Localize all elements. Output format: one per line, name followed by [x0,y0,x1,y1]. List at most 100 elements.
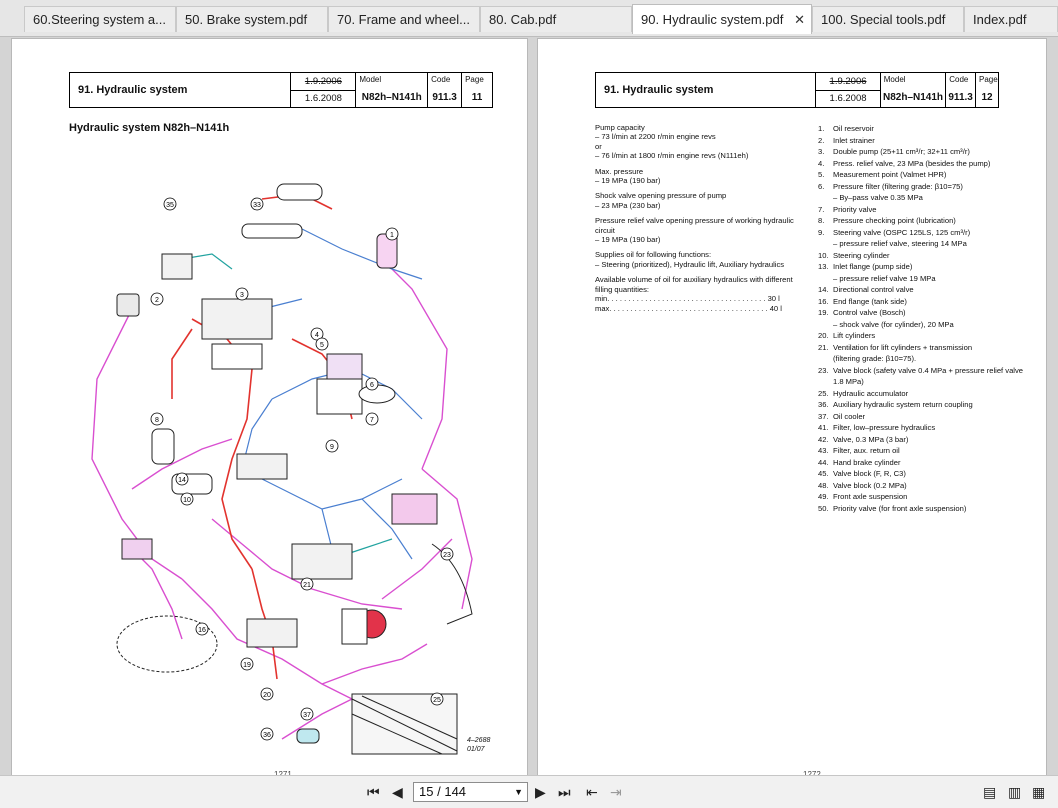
item-number: 9. [818,227,825,237]
page-header: 91. Hydraulic system 1.9.2006 1.6.2008 M… [595,72,999,108]
next-page-icon[interactable]: ▶ [535,784,546,800]
model-value: N82h–N141h [361,92,422,103]
go-forward-icon[interactable]: ⇥ [610,784,622,800]
specifications: Pump capacity– 73 l/min at 2200 r/min en… [595,123,800,319]
item-number: 25. [818,388,829,398]
item-text: Valve block (F, R, C3) [833,469,906,478]
item-number: 20. [818,331,829,340]
tab-index[interactable]: Index.pdf [964,6,1058,32]
page-label: Page [465,75,484,84]
item-text: Oil cooler [833,411,866,421]
close-tab-icon[interactable]: ✕ [794,12,805,27]
model-label: Model [359,75,382,84]
spec-line: – 23 MPa (230 bar) [595,200,661,210]
page-label: Page [979,75,998,84]
page-footer: 1272 [803,770,821,775]
item-number [818,376,833,388]
item-text: Hydraulic accumulator [833,388,909,398]
page-footer: 1271 [274,770,292,775]
item-number [818,238,833,250]
tab-label: 90. Hydraulic system.pdf [641,12,784,27]
single-page-icon[interactable]: ▤ [983,784,997,800]
item-text: – pressure relief valve, steering 14 MPa [833,239,967,248]
callout-label: 21 [303,582,311,589]
spec-line: Max. pressure [595,166,644,176]
two-page-icon[interactable]: ▥ [1008,784,1022,800]
list-item: – pressure relief valve 19 MPa [818,273,1033,285]
callout-label: 36 [263,732,271,739]
item-number: 4. [818,158,825,168]
item-text: Inlet strainer [833,135,875,145]
item-text: Pressure checking point (lubrication) [833,216,956,225]
list-item: 2.Inlet strainer [818,135,1033,147]
figure-id: 4–2688 [467,737,491,744]
tab-hydraulic[interactable]: 90. Hydraulic system.pdf ✕ [632,4,812,34]
item-number: 5. [818,170,825,179]
last-page-icon[interactable]: ⏭ [558,784,571,800]
chevron-down-icon[interactable]: ▼ [514,787,523,797]
item-number: 14. [818,285,829,294]
list-item: 6.Pressure filter (filtering grade: β10=… [818,181,1033,193]
callout-label: 19 [243,662,251,669]
callout-label: 4 [315,332,319,339]
tab-steering[interactable]: 60.Steering system a... [24,6,176,32]
spec-line: or [595,141,602,151]
list-item: 20. Lift cylinders [818,330,1033,342]
callout-label: 9 [330,444,334,451]
components [116,183,473,755]
callout-label: 16 [198,627,206,634]
callout-label: 10 [183,497,191,504]
figure-date: 01/07 [467,746,485,753]
item-text: End flange (tank side) [833,296,907,306]
tab-cab[interactable]: 80. Cab.pdf [480,6,632,32]
item-text: Valve block (0.2 MPa) [833,480,907,490]
model-label: Model [883,75,906,84]
item-text: – shock valve (for cylinder), 20 MPa [833,319,954,329]
header-page: Page 12 [976,73,998,107]
item-number: 8. [818,216,825,225]
list-item: 19.Control valve (Bosch) [818,307,1033,319]
tab-label: 80. Cab.pdf [489,12,557,27]
callout-label: 25 [433,697,441,704]
item-number: 10. [818,250,829,260]
list-item: 36.Auxiliary hydraulic system return cou… [818,399,1033,411]
date-new: 1.6.2008 [304,93,342,105]
spec-line: Pressure relief valve opening pressure o… [595,216,794,235]
code-label: Code [431,75,451,84]
tab-label: Index.pdf [973,12,1027,27]
spec-line: – 76 l/min at 1800 r/min engine revs (N1… [595,151,749,161]
item-number: 43. [818,446,829,455]
first-page-icon[interactable]: ⏮ [367,784,380,800]
callout-label: 2 [155,297,159,304]
callout-label: 14 [178,477,186,484]
item-number: 42. [818,434,829,444]
list-item: – By–pass valve 0.35 MPa [818,192,1033,204]
tab-frame[interactable]: 70. Frame and wheel... [328,6,480,32]
continuous-icon[interactable]: ▦ [1032,784,1046,800]
item-number: 19. [818,308,829,317]
go-back-icon[interactable]: ⇤ [586,784,598,800]
item-text: Pressure filter (filtering grade: β10=75… [833,181,963,191]
item-text: Lift cylinders [833,331,876,340]
item-number [818,353,833,365]
list-item: 45.Valve block (F, R, C3) [818,468,1033,480]
spec-block: Shock valve opening pressure of pump– 23… [595,191,800,210]
item-number: 7. [818,204,825,214]
document-viewer[interactable]: 91. Hydraulic system 1.9.2006 1.6.2008 M… [0,37,1058,775]
diagram-title: Hydraulic system N82h–N141h [69,122,230,134]
spec-line: – 19 MPa (190 bar) [595,176,661,186]
item-text: Filter, aux. return oil [833,446,900,455]
tab-brake[interactable]: 50. Brake system.pdf [176,6,328,32]
date-old: 1.9.2006 [291,73,356,91]
page-separator: / [437,784,441,799]
prev-page-icon[interactable]: ◀ [392,784,403,800]
item-text: Oil reservoir [833,124,874,133]
item-text: Double pump (25+11 cm³/r; 32+11 cm³/r) [833,147,970,156]
tab-special-tools[interactable]: 100. Special tools.pdf [812,6,964,32]
spec-line: Shock valve opening pressure of pump [595,191,727,201]
page-number-input[interactable]: 15 / 144 ▼ [413,782,528,802]
item-number [818,319,833,331]
item-number: 44. [818,457,829,467]
item-number: 49. [818,492,829,501]
